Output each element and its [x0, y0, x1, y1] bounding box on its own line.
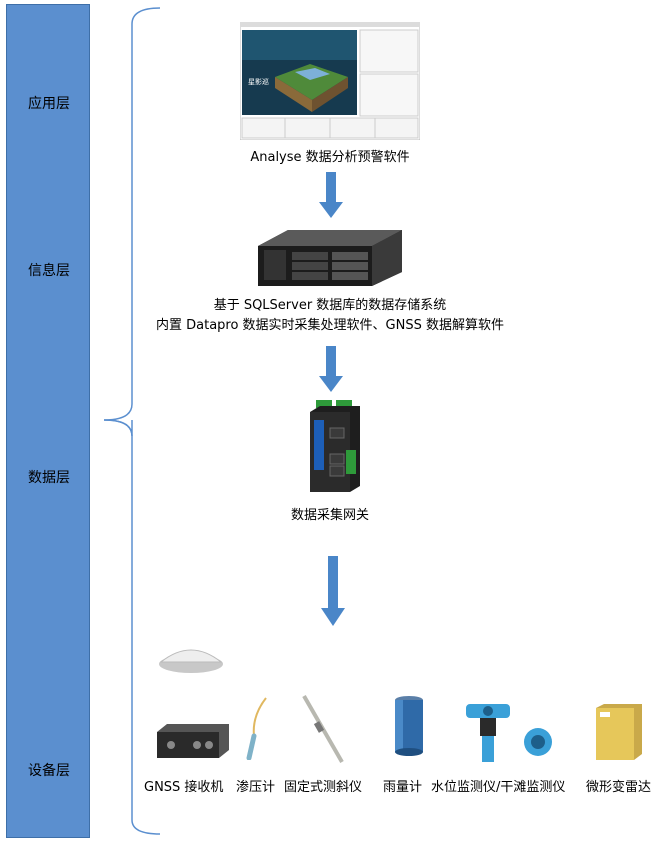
layer-label-application: 应用层: [28, 96, 70, 112]
rain-gauge-icon: [395, 696, 423, 756]
arrow-down-2: [319, 346, 343, 392]
server-image: [258, 228, 402, 288]
layer-label-data: 数据层: [28, 470, 70, 486]
device-label-micro-deformation-radar: 微形变雷达: [586, 780, 652, 795]
inclinometer-icon: [302, 695, 344, 763]
gnss-antenna-icon: [159, 649, 223, 673]
device-label-gnss-receiver: GNSS 接收机: [144, 780, 224, 795]
gnss-receiver-icon: [157, 724, 229, 758]
device-label-rain-gauge: 雨量计: [383, 780, 423, 795]
device-label-water-level-monitor: 水位监测仪/干滩监测仪: [431, 780, 566, 795]
device-label-inclinometer: 固定式测斜仪: [284, 780, 363, 795]
data-caption: 数据采集网关: [290, 508, 369, 523]
screen-title: 星影巡: [248, 77, 269, 86]
information-caption-line1: 基于 SQLServer 数据库的数据存储系统: [213, 298, 447, 313]
arrow-down-1: [319, 172, 343, 218]
layer-braces: [103, 7, 161, 835]
information-caption-line2: 内置 Datapro 数据实时采集处理软件、GNSS 数据解算软件: [155, 318, 504, 333]
application-caption: Analyse 数据分析预警软件: [250, 150, 410, 165]
data-gateway-image: [306, 398, 362, 494]
layer-sidebar: 应用层 信息层 数据层 设备层: [6, 4, 90, 838]
layer-label-device: 设备层: [28, 763, 70, 779]
brace-lower: [103, 419, 161, 835]
device-label-piezometer: 渗压计: [236, 780, 276, 795]
layer-label-information: 信息层: [28, 263, 70, 279]
brace-upper: [103, 7, 161, 437]
arrow-down-3: [321, 556, 345, 626]
piezometer-icon: [246, 697, 267, 760]
water-level-monitor-icon: [466, 704, 552, 762]
analyse-software-screenshot: 星影巡: [240, 22, 420, 140]
micro-deformation-radar-icon: [596, 704, 642, 760]
